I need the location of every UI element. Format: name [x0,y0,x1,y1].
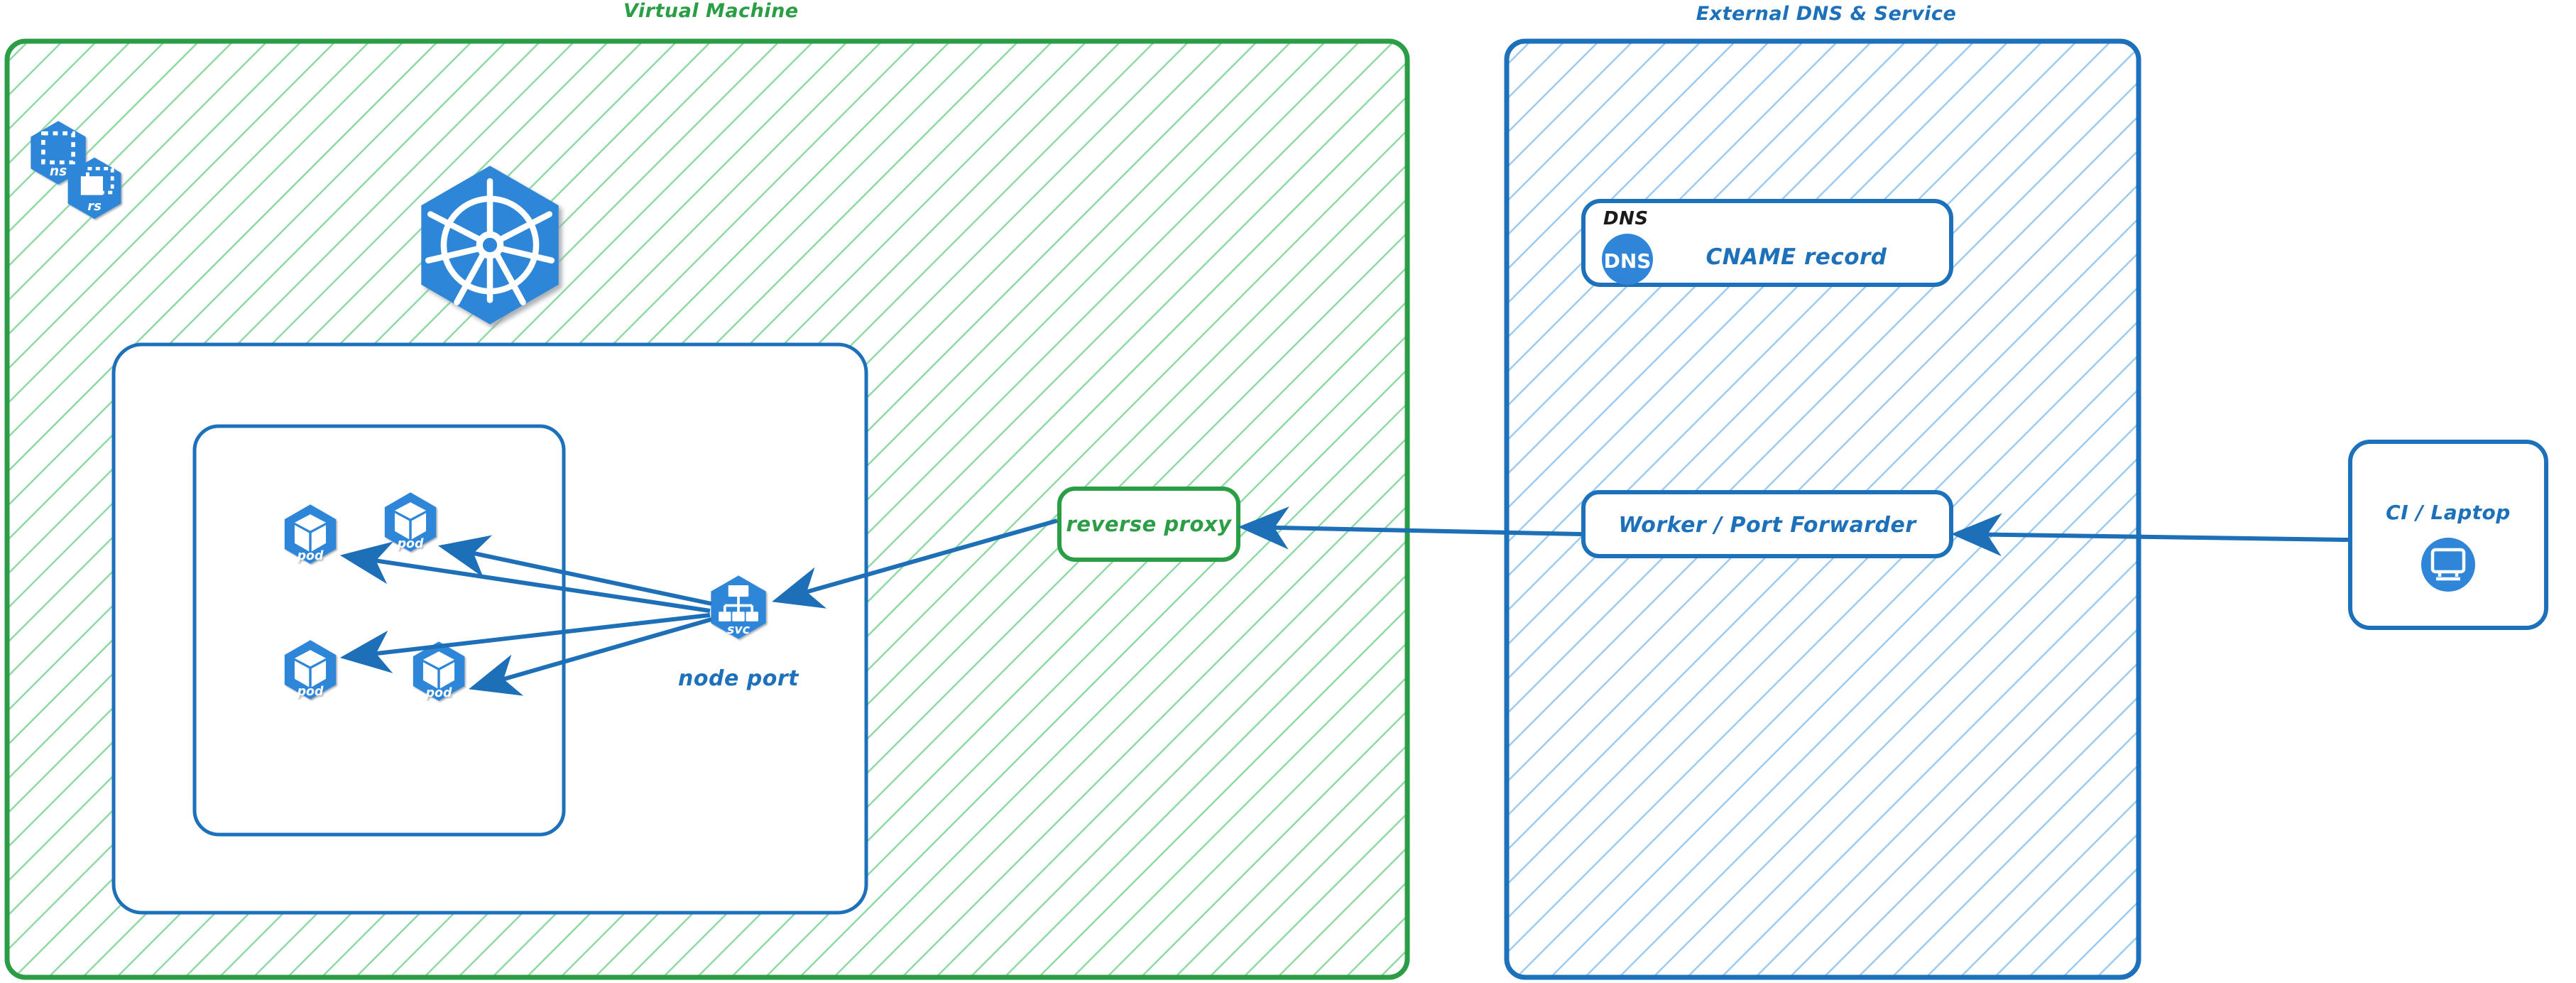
svg-text:rs: rs [87,199,102,214]
dns-circle-icon [1602,234,1653,285]
edge-service-to-pod-4 [469,617,712,696]
edge-client-to-worker [1950,513,2349,557]
kubernetes-logo-icon [421,165,559,325]
desktop-monitor-icon [2421,538,2475,592]
edge-worker-to-reverse-proxy [1238,506,1582,550]
replicaset-badge-icon: rs [67,157,121,219]
edge-service-to-pod-2 [437,535,712,606]
svg-text:pod: pod [297,549,324,563]
pod-icon-1: pod [284,504,337,564]
svg-text:ns: ns [50,164,67,179]
dns-card-box[interactable] [1581,199,1953,287]
service-badge-icon: svc [711,575,766,639]
edge-service-to-pod-3 [339,613,711,673]
edge-service-to-pod-1 [339,541,711,613]
pod-icon-3: pod [284,640,337,700]
worker-box[interactable] [1581,490,1953,558]
pod-icon-4: pod [413,641,465,701]
svg-text:pod: pod [297,685,324,699]
edges [339,506,2349,696]
replicaset-container [192,424,566,837]
edge-reverse-proxy-to-service [772,518,1058,609]
reverse-proxy-box[interactable] [1057,487,1240,562]
svg-text:pod: pod [397,537,424,551]
client-box[interactable] [2348,440,2548,630]
svg-text:pod: pod [425,686,452,700]
pod-icon-2: pod [384,492,437,552]
dns-circle-icon-label: DNS [1604,249,1652,273]
namespace-badge-icon: ns [31,121,86,185]
svg-text:svc: svc [727,623,751,637]
